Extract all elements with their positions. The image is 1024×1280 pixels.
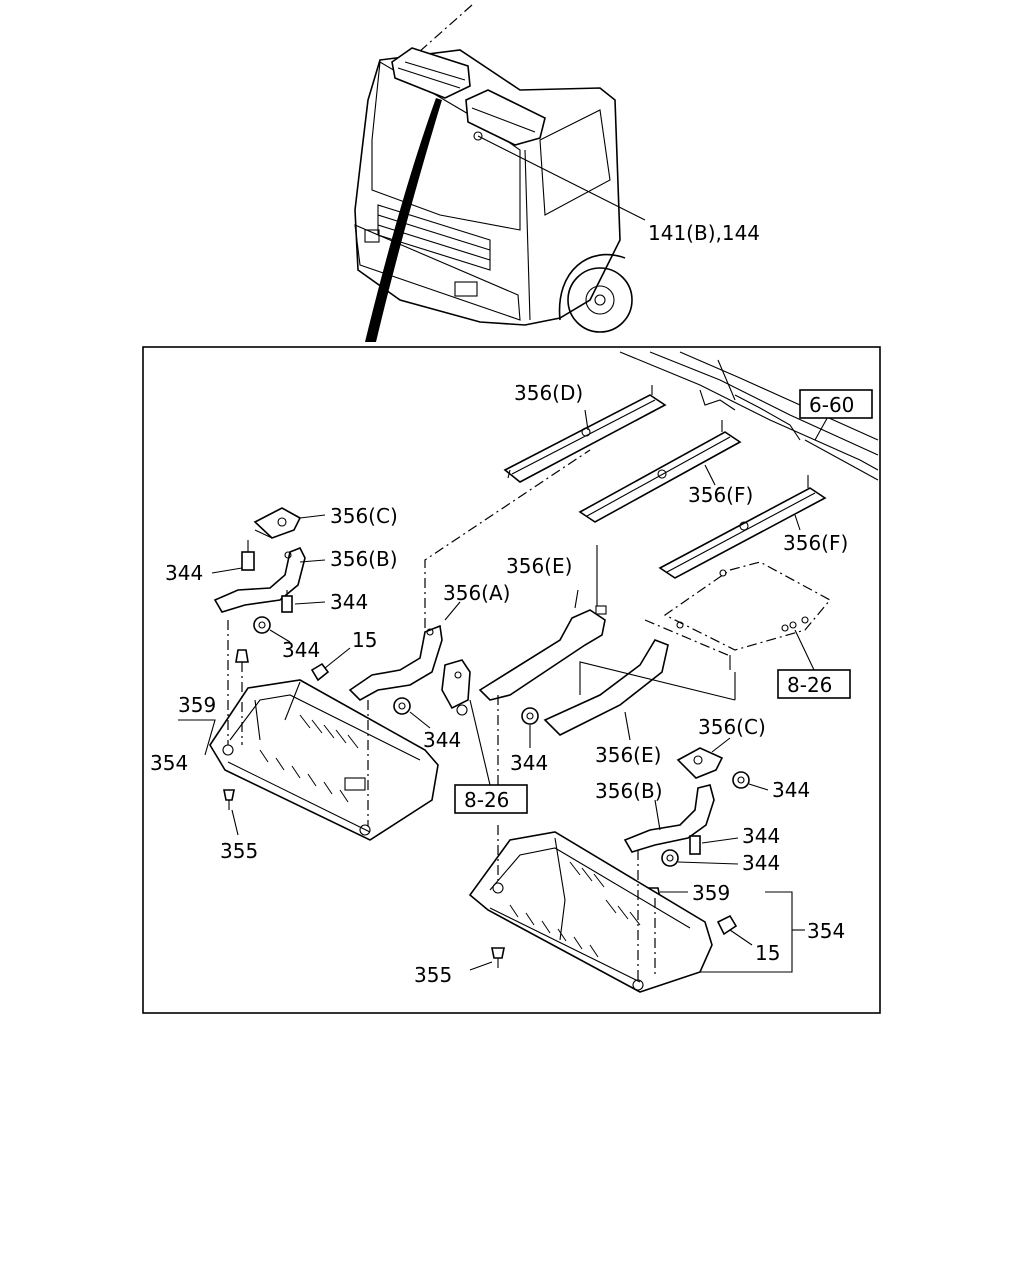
label-356b-right: 356(B) bbox=[595, 779, 663, 803]
chassis-frame bbox=[619, 351, 879, 481]
label-356c-left: 356(C) bbox=[330, 504, 398, 528]
step-pad-356f-upper bbox=[578, 420, 742, 523]
nut-344-f bbox=[732, 771, 750, 789]
screw-355-right bbox=[491, 947, 505, 968]
leader-355-left bbox=[231, 809, 239, 836]
label-355-right: 355 bbox=[414, 963, 452, 987]
label-8-26-right: 8-26 bbox=[787, 673, 832, 697]
label-344-a: 344 bbox=[165, 561, 203, 585]
label-356d: 356(D) bbox=[514, 381, 583, 405]
bolt-344-g bbox=[689, 835, 701, 855]
leader-15-left bbox=[324, 647, 351, 669]
label-359-left: 359 bbox=[178, 693, 216, 717]
bracket-356e-upper bbox=[478, 545, 607, 701]
label-356a: 356(A) bbox=[443, 581, 510, 605]
bracket-356a bbox=[348, 449, 591, 701]
detail-frame bbox=[142, 346, 881, 1014]
label-344-h: 344 bbox=[742, 851, 780, 875]
leader-8-26-right bbox=[794, 629, 816, 673]
label-344-e: 344 bbox=[510, 751, 548, 775]
screw-355-left bbox=[223, 789, 235, 810]
leader-356c-right bbox=[711, 737, 731, 753]
label-344-c: 344 bbox=[282, 638, 320, 662]
ref-box-8-26-right bbox=[777, 669, 851, 699]
leader-8-26-center bbox=[469, 699, 491, 786]
leader-356f-upper bbox=[704, 464, 716, 486]
leader-344-g bbox=[701, 837, 739, 844]
leader-356e-lower bbox=[624, 711, 631, 741]
nut-344-d bbox=[393, 697, 411, 715]
label-15-left: 15 bbox=[352, 628, 377, 652]
nut-344-e bbox=[521, 707, 539, 725]
pin-359-left bbox=[235, 649, 249, 663]
step-assembly-354-right bbox=[468, 825, 713, 993]
leader-344-f bbox=[748, 783, 769, 791]
ref-box-8-26-center bbox=[454, 784, 528, 814]
bolt-344-a bbox=[241, 540, 255, 571]
nut-344-c bbox=[253, 616, 271, 634]
leader-344-a bbox=[211, 567, 243, 574]
leader-344-d bbox=[409, 711, 431, 729]
label-356e-upper: 356(E) bbox=[506, 554, 572, 578]
label-356b-left: 356(B) bbox=[330, 547, 398, 571]
leader-356b-right bbox=[654, 799, 661, 831]
ref-box-6-60 bbox=[799, 389, 873, 419]
support-plate-right bbox=[663, 561, 831, 670]
label-344-g: 344 bbox=[742, 824, 780, 848]
label-344-f: 344 bbox=[772, 778, 810, 802]
leader-344-b bbox=[294, 601, 326, 605]
support-plate-center bbox=[441, 659, 471, 716]
label-359-right: 359 bbox=[692, 881, 730, 905]
leader-344-h bbox=[677, 861, 739, 865]
label-356c-right: 356(C) bbox=[698, 715, 766, 739]
leader-344-c bbox=[269, 629, 291, 643]
bracket-356c-left bbox=[253, 507, 302, 539]
bracket-356e-lower bbox=[543, 619, 736, 736]
label-344-b: 344 bbox=[330, 590, 368, 614]
label-344-d: 344 bbox=[423, 728, 461, 752]
bracket-354-left bbox=[178, 719, 216, 756]
step-pad-356f-lower bbox=[658, 475, 827, 579]
step-pad-356d bbox=[503, 385, 667, 483]
label-141b-144: 141(B),144 bbox=[648, 221, 760, 245]
label-6-60: 6-60 bbox=[809, 393, 854, 417]
label-8-26-center: 8-26 bbox=[464, 788, 509, 812]
label-356f-upper: 356(F) bbox=[688, 483, 753, 507]
truck-cab-illustration bbox=[354, 4, 646, 342]
leader-356b-left bbox=[299, 559, 326, 563]
bracket-356c-right bbox=[676, 747, 724, 779]
clip-15-left bbox=[310, 662, 330, 682]
leader-356a bbox=[444, 601, 461, 621]
bolt-344-b bbox=[281, 590, 293, 613]
leader-15-right bbox=[729, 929, 753, 946]
label-354-right: 354 bbox=[807, 919, 845, 943]
label-15-right: 15 bbox=[755, 941, 780, 965]
leader-356c-left bbox=[299, 514, 326, 519]
bracket-354-right bbox=[700, 891, 793, 973]
leader-355-right bbox=[469, 961, 493, 971]
nut-344-h bbox=[661, 849, 679, 867]
label-354-left: 354 bbox=[150, 751, 188, 775]
step-assembly-354-left bbox=[209, 620, 439, 841]
leader-356f-lower bbox=[794, 514, 801, 531]
label-355-left: 355 bbox=[220, 839, 258, 863]
label-356f-lower: 356(F) bbox=[783, 531, 848, 555]
clip-15-right bbox=[716, 914, 738, 936]
label-356e-lower: 356(E) bbox=[595, 743, 661, 767]
